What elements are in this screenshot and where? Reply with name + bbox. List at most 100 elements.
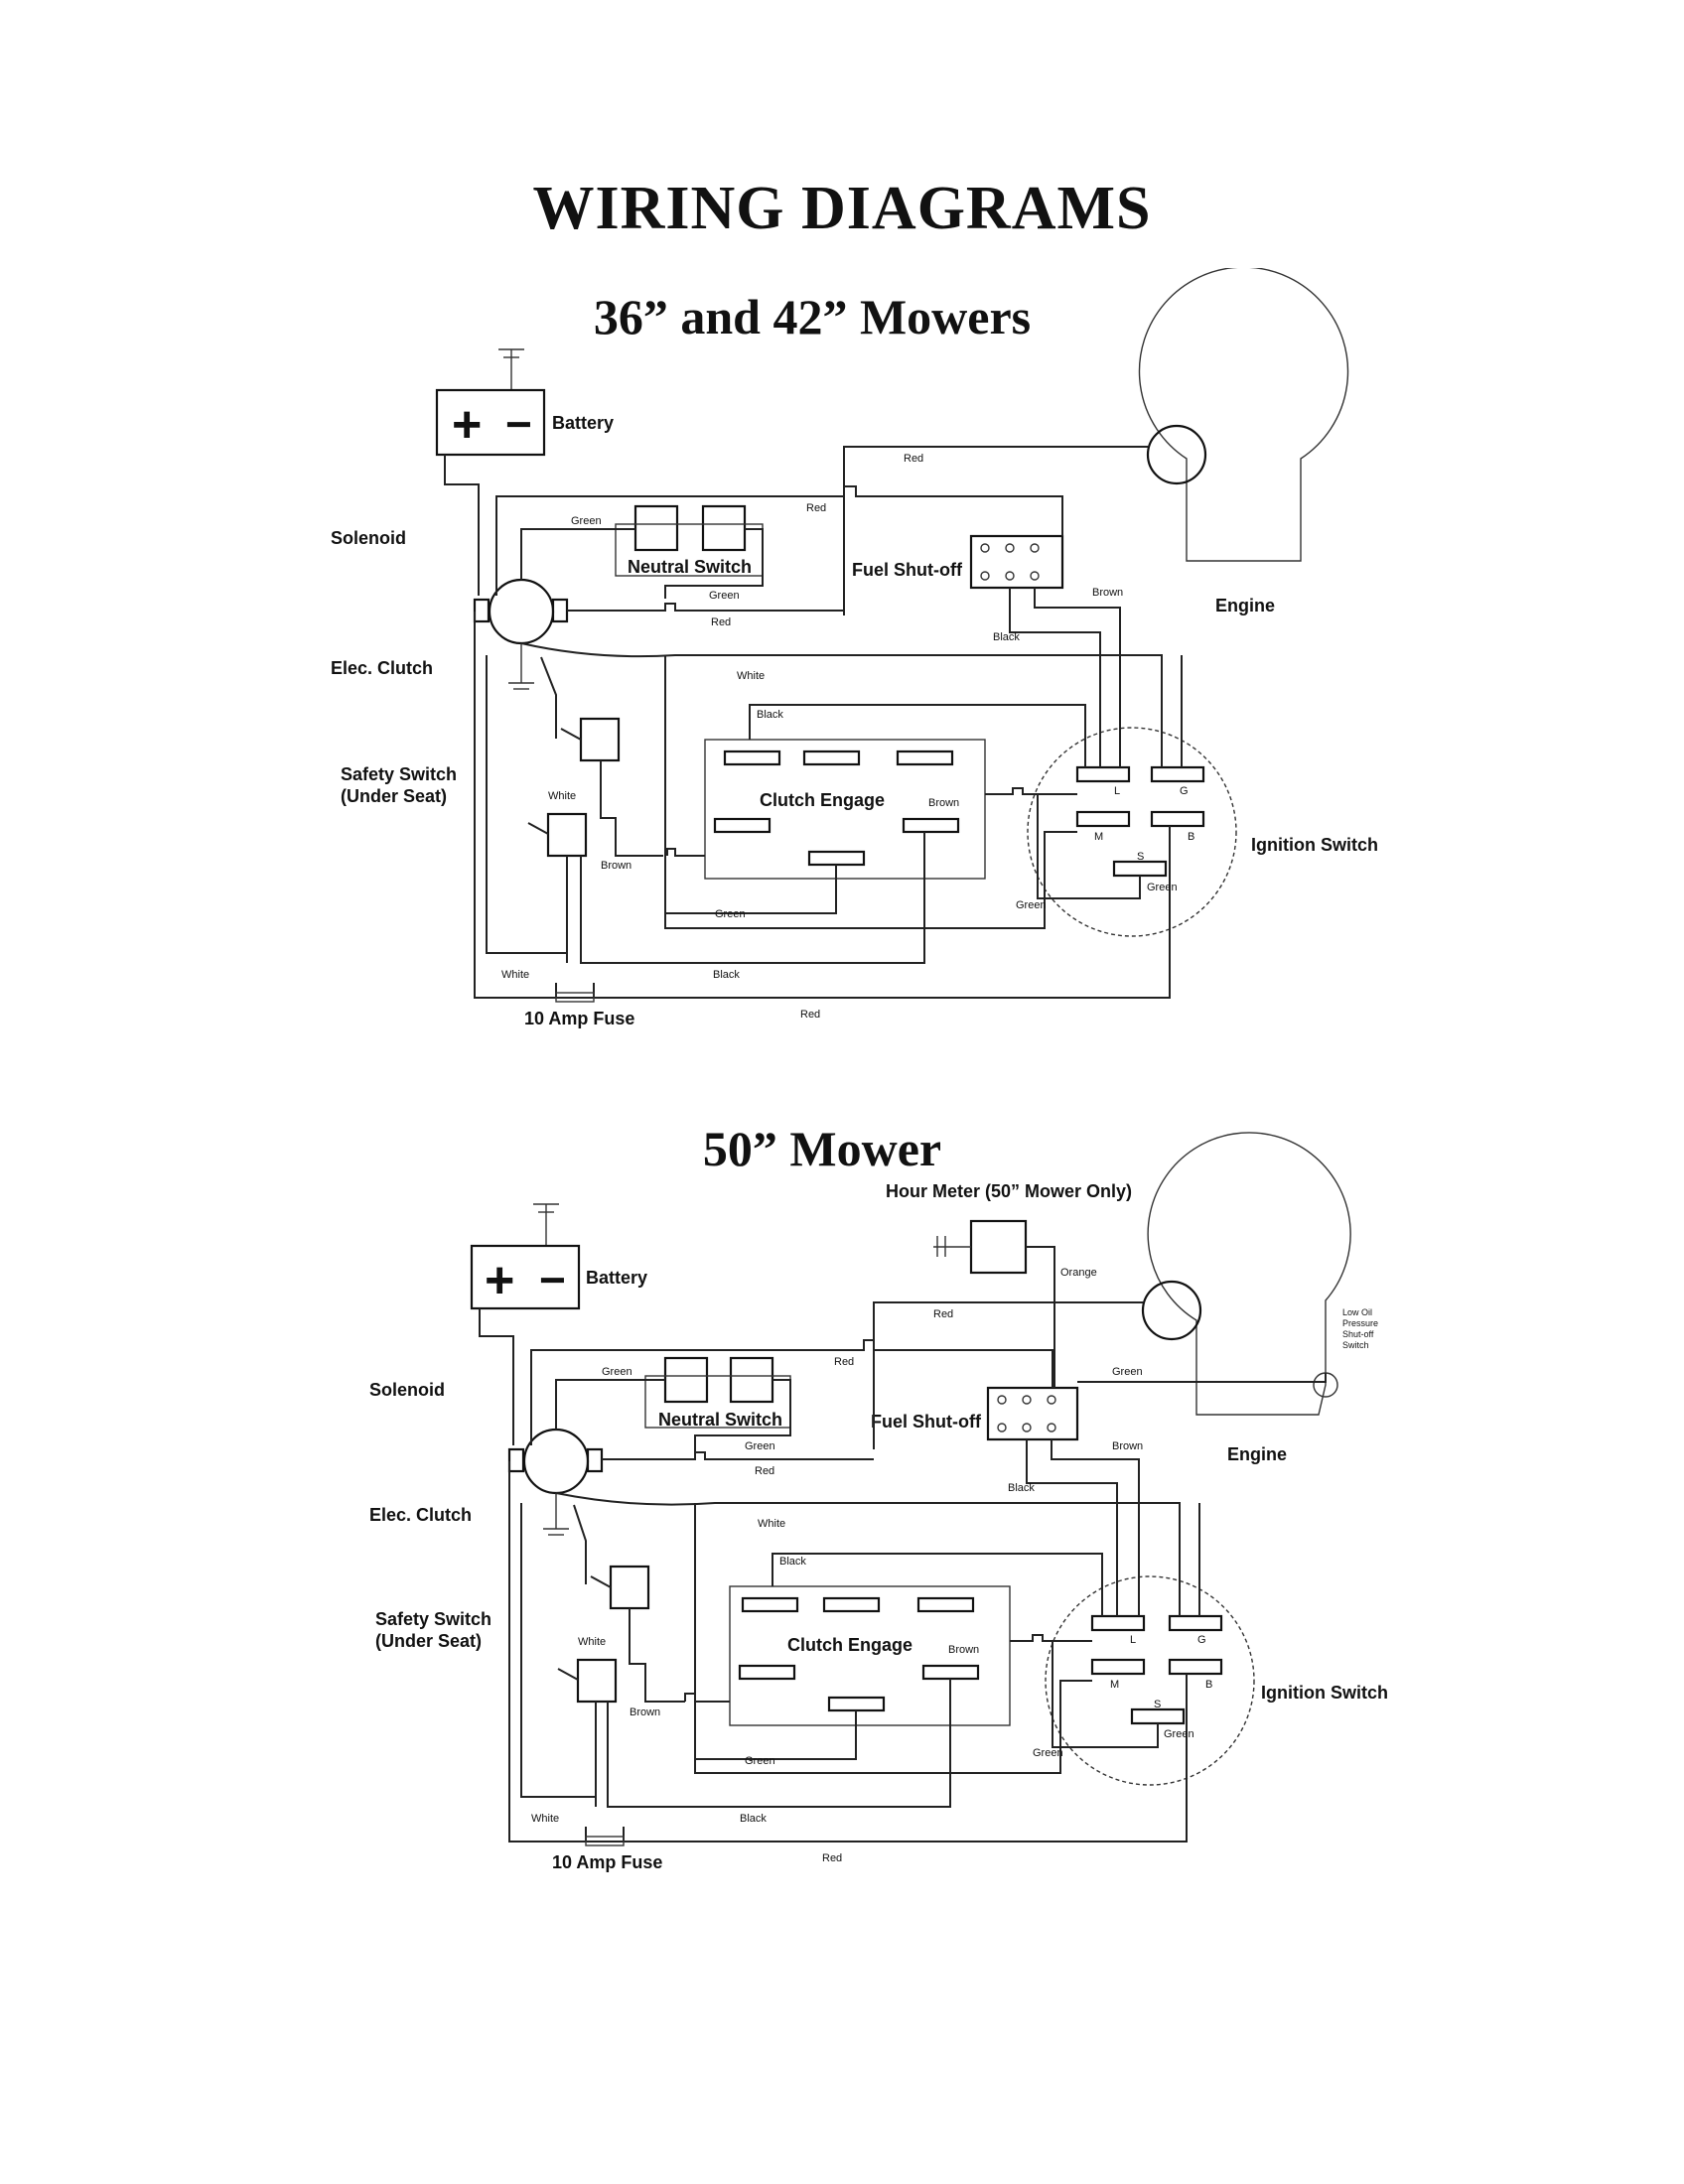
wire-label-white-bottom: White — [501, 969, 529, 981]
wire-label-brown-fuel: Brown — [1112, 1440, 1143, 1452]
wire-label-white-safety: White — [578, 1636, 606, 1648]
safety-switch-label-2: (Under Seat) — [375, 1631, 482, 1651]
elec-clutch-label: Elec. Clutch — [369, 1505, 472, 1525]
wire-label-black-bottom: Black — [740, 1813, 767, 1825]
battery-plus-symbol: + — [485, 1252, 514, 1309]
wire-label-red-low: Red — [711, 616, 731, 628]
ign-terminal-g: G — [1197, 1634, 1206, 1646]
clutch-engage-switch — [704, 739, 986, 880]
wire-label-red-mid: Red — [806, 502, 826, 514]
clutch-engage-switch — [729, 1585, 1011, 1726]
wire-label-white: White — [737, 670, 765, 682]
neutral-switch-label: Neutral Switch — [628, 557, 752, 577]
neutral-switch-left — [633, 504, 679, 552]
ignition-switch — [1045, 1575, 1255, 1786]
safety-switch-upper — [609, 1565, 650, 1610]
wiring-diagram-36-42: + − Battery Solenoid Elec. Clutch Neutra… — [331, 268, 1378, 1028]
fuel-shutoff-label: Fuel Shut-off — [852, 560, 963, 580]
ign-terminal-g: G — [1180, 785, 1189, 797]
ignition-switch — [1027, 727, 1237, 937]
wire-label-white-safety: White — [548, 790, 576, 802]
ign-terminal-m: M — [1110, 1679, 1119, 1691]
wire-label-orange: Orange — [1060, 1267, 1097, 1279]
battery-plus-symbol: + — [452, 396, 482, 454]
wire-label-green-ign: Green — [1033, 1747, 1063, 1759]
safety-switch-label-2: (Under Seat) — [341, 786, 447, 806]
safety-switch-label-1: Safety Switch — [375, 1609, 491, 1629]
wire-label-green-bottom: Green — [715, 908, 746, 920]
wire-label-black-fuel: Black — [1008, 1482, 1035, 1494]
diagram-1-heading: 36” and 42” Mowers — [593, 289, 1032, 344]
wire-label-black-clutch: Black — [757, 709, 783, 721]
diagram-2-heading: 50” Mower — [702, 1121, 942, 1176]
wire-harness — [444, 446, 1183, 1003]
wire-label-white: White — [758, 1518, 785, 1530]
low-oil-label-1: Low Oil — [1342, 1307, 1372, 1317]
hour-meter — [969, 1219, 1028, 1275]
neutral-switch-label: Neutral Switch — [658, 1410, 782, 1430]
wire-label-red-bottom: Red — [822, 1852, 842, 1864]
wire-label-brown-clutch: Brown — [948, 1644, 979, 1656]
wire-label-brown-fuel: Brown — [1092, 587, 1123, 599]
fuel-shutoff-label: Fuel Shut-off — [871, 1412, 982, 1432]
ign-terminal-s: S — [1137, 851, 1144, 863]
clutch-engage-label: Clutch Engage — [787, 1635, 912, 1655]
ign-terminal-m: M — [1094, 831, 1103, 843]
engine-pulley — [1141, 1280, 1202, 1341]
wire-label-black-fuel: Black — [993, 631, 1020, 643]
battery: + − — [470, 1203, 581, 1310]
ign-terminal-b: B — [1205, 1679, 1212, 1691]
low-oil-label-2: Pressure — [1342, 1318, 1378, 1328]
wire-label-red-bottom: Red — [800, 1009, 820, 1021]
neutral-switch-right — [701, 504, 747, 552]
safety-switch-label-1: Safety Switch — [341, 764, 457, 784]
fuel-shutoff — [986, 1386, 1079, 1441]
wire-label-red-top: Red — [904, 453, 923, 465]
wiring-diagram-50: Hour Meter (50” Mower Only) Low Oil Pres… — [369, 1132, 1388, 1872]
engine-outline — [1147, 1132, 1351, 1416]
hour-meter-label: Hour Meter (50” Mower Only) — [886, 1181, 1132, 1201]
wire-label-green-top: Green — [571, 515, 602, 527]
wire-label-red-mid: Red — [834, 1356, 854, 1368]
fuse-label: 10 Amp Fuse — [552, 1852, 662, 1872]
ignition-switch-label: Ignition Switch — [1251, 835, 1378, 855]
ignition-switch-label: Ignition Switch — [1261, 1683, 1388, 1703]
ign-terminal-s: S — [1154, 1699, 1161, 1710]
neutral-switch-right — [729, 1356, 774, 1404]
battery-minus-symbol: − — [539, 1254, 566, 1305]
wire-label-brown-safety: Brown — [601, 860, 632, 872]
wire-label-green-ign2: Green — [1147, 882, 1178, 893]
wire-label-red-top: Red — [933, 1308, 953, 1320]
wire-label-black-clutch: Black — [779, 1556, 806, 1568]
elec-clutch-label: Elec. Clutch — [331, 658, 433, 678]
wire-label-green-mid: Green — [745, 1440, 775, 1452]
battery-label: Battery — [586, 1268, 647, 1288]
solenoid-label: Solenoid — [331, 528, 406, 548]
ign-terminal-b: B — [1188, 831, 1194, 843]
wire-label-white-bottom: White — [531, 1813, 559, 1825]
engine-label: Engine — [1215, 596, 1275, 615]
wire-label-green-ign2: Green — [1164, 1728, 1194, 1740]
safety-switch-lower — [576, 1658, 618, 1704]
ign-terminal-l: L — [1114, 785, 1120, 797]
wire-label-green-mid: Green — [709, 590, 740, 602]
clutch-engage-label: Clutch Engage — [760, 790, 885, 810]
ign-terminal-l: L — [1130, 1634, 1136, 1646]
wire-label-green-top: Green — [602, 1366, 632, 1378]
wire-label-brown-safety: Brown — [630, 1706, 660, 1718]
solenoid-label: Solenoid — [369, 1380, 445, 1400]
engine-outline — [1138, 268, 1349, 562]
wire-label-red-low: Red — [755, 1465, 774, 1477]
neutral-switch-left — [663, 1356, 709, 1404]
safety-switch-upper — [579, 717, 621, 762]
battery-label: Battery — [552, 413, 614, 433]
wire-label-brown-clutch: Brown — [928, 797, 959, 809]
solenoid — [522, 1428, 590, 1495]
wire-harness — [479, 1246, 1327, 1846]
fuel-shutoff — [969, 534, 1064, 590]
wire-label-green-fuel: Green — [1112, 1366, 1143, 1378]
fuse-label: 10 Amp Fuse — [524, 1009, 634, 1028]
wire-label-black-bottom: Black — [713, 969, 740, 981]
low-oil-label-4: Switch — [1342, 1340, 1369, 1350]
safety-switch-lower — [546, 812, 588, 858]
